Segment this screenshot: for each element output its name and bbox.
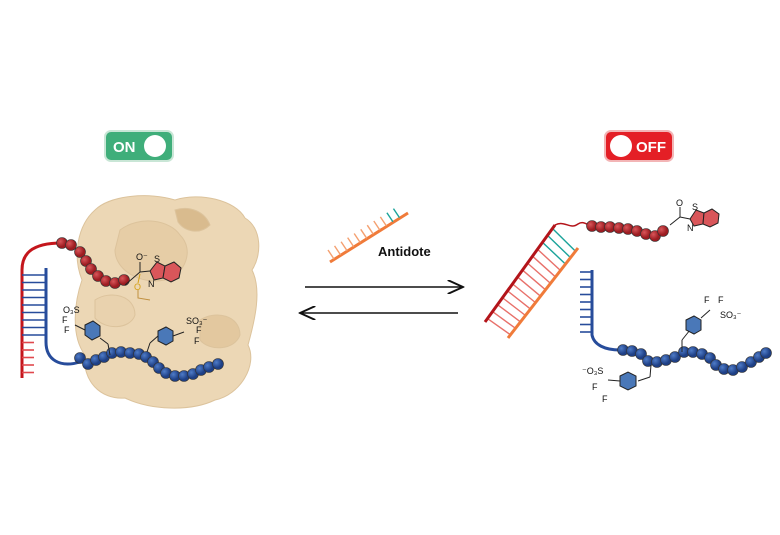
right-blue-strand — [580, 270, 621, 352]
atom-label: S — [154, 254, 160, 264]
bead — [760, 347, 772, 359]
base-pair — [517, 276, 541, 297]
base-pair — [527, 262, 551, 284]
base-pair — [507, 290, 531, 310]
benzothiazole-ketone-right: O S N — [669, 198, 720, 233]
atom-label: ⁻O₃S — [582, 366, 603, 376]
aryl-cf2so3-left-1: O₃S F F — [62, 305, 111, 356]
base-pair — [492, 311, 516, 329]
atom-label: N — [687, 223, 694, 233]
base — [327, 249, 335, 260]
base — [366, 224, 374, 235]
bead — [85, 263, 97, 275]
base-pair — [552, 227, 576, 252]
base-pair — [522, 269, 546, 291]
bead — [736, 361, 748, 373]
off-label: OFF — [636, 139, 666, 156]
bead — [74, 352, 86, 364]
antidote-strand: Antidote — [327, 208, 431, 264]
on-label: ON — [113, 139, 136, 156]
off-toggle: OFF — [604, 130, 674, 162]
base-pair — [497, 304, 521, 323]
red-bead-chain — [56, 237, 130, 289]
atom-label: F — [592, 382, 598, 392]
atom-label: F — [64, 325, 70, 335]
atom-label: F — [194, 336, 200, 346]
blue-bead-chain — [617, 344, 772, 376]
base-pair — [537, 248, 561, 272]
base-pair — [487, 317, 511, 336]
atom-label: SO₃⁻ — [720, 310, 742, 320]
base — [347, 237, 355, 247]
atom-label: O — [676, 198, 683, 208]
antidote-label: Antidote — [378, 244, 431, 259]
on-toggle: ON — [104, 130, 174, 162]
aryl-cf2so3-right-1: F F SO₃⁻ — [681, 295, 742, 352]
base-pair — [532, 255, 556, 278]
left-dna-duplex — [20, 241, 81, 378]
aryl-cf2so3-right-2: ⁻O₃S F F — [582, 364, 652, 404]
atom-label: O⁻ — [136, 252, 148, 262]
base — [386, 212, 394, 223]
base — [333, 245, 342, 256]
atom-label: N — [148, 279, 155, 289]
atom-label: F — [602, 394, 608, 404]
base-pair — [542, 241, 566, 265]
bead — [65, 239, 77, 251]
bead — [635, 348, 647, 360]
atom-label: O — [134, 282, 141, 292]
base — [360, 228, 368, 239]
base — [392, 208, 401, 219]
atom-label: F — [62, 315, 68, 325]
red-bead-chain — [586, 220, 669, 242]
base — [379, 216, 387, 227]
atom-label: S — [692, 202, 698, 212]
base — [373, 220, 381, 231]
blue-bead-chain — [74, 346, 224, 382]
aryl-cf2so3-left-2: SO₃⁻ F F — [146, 316, 208, 353]
atom-label: F — [704, 295, 710, 305]
toggle-knob — [144, 135, 166, 157]
base-pair — [512, 283, 536, 304]
benzothiazole-ketone-left: O⁻ S N O — [124, 252, 182, 301]
bead — [212, 358, 224, 370]
bead — [669, 351, 681, 363]
bead — [657, 225, 669, 237]
base — [353, 233, 361, 243]
atom-label: F — [718, 295, 724, 305]
atom-label: F — [196, 325, 202, 335]
base-pair — [502, 297, 526, 317]
bead — [118, 274, 130, 286]
bead — [74, 246, 86, 258]
base — [340, 241, 348, 252]
atom-label: SO₃⁻ — [186, 316, 208, 326]
right-dna-duplex — [483, 221, 593, 339]
base-pair — [547, 234, 571, 259]
toggle-knob — [610, 135, 632, 157]
atom-label: O₃S — [63, 305, 80, 315]
